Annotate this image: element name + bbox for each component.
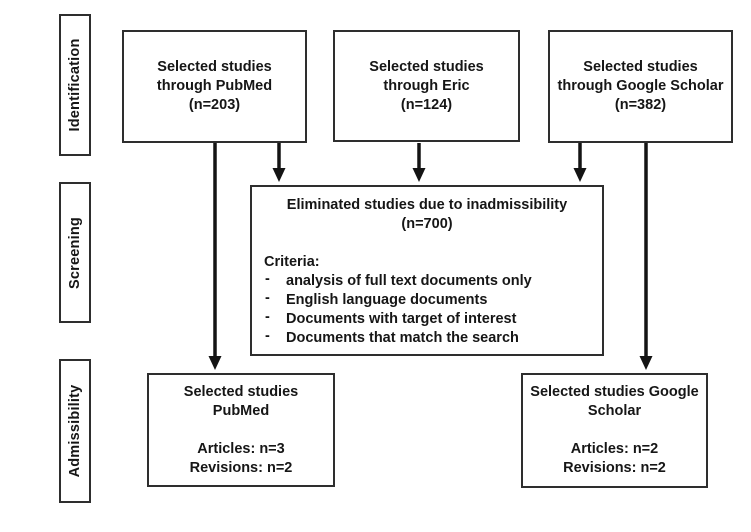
eliminated-title: Eliminated studies due to inadmissibilit… <box>286 197 568 213</box>
result-line: PubMed <box>212 402 270 419</box>
arrow-google-to-result <box>639 143 653 370</box>
criteria-text: Documents that match the search <box>286 330 519 346</box>
result-box-pubmed: Selected studies PubMed Articles: n=3 Re… <box>147 373 335 487</box>
criteria-item: - Documents with target of interest <box>264 309 590 329</box>
stage-label-screening: Screening <box>67 216 83 289</box>
bullet-dash: - <box>265 290 270 306</box>
source-line: through PubMed <box>156 78 273 94</box>
criteria-text: analysis of full text documents only <box>286 273 532 289</box>
result-revisions: Revisions: n=2 <box>563 460 666 476</box>
result-box-google-scholar: Selected studies Google Scholar Articles… <box>521 373 708 488</box>
eliminated-count: (n=700) <box>401 216 453 232</box>
criteria-item: - English language documents <box>264 290 590 310</box>
criteria-label: Criteria: <box>264 254 320 270</box>
source-count: (n=203) <box>188 97 241 113</box>
result-line: Selected studies <box>183 383 299 400</box>
source-line: through Eric <box>383 77 470 94</box>
stage-box-admissibility: Admissibility <box>59 359 91 503</box>
criteria-text: English language documents <box>286 292 488 308</box>
result-revisions: Revisions: n=2 <box>189 459 293 476</box>
arrow-pubmed-to-eliminated <box>272 143 286 182</box>
arrow-pubmed-to-result <box>208 143 222 370</box>
result-line: Selected studies Google <box>530 384 699 400</box>
source-line: through Google Scholar <box>557 78 724 94</box>
bullet-dash: - <box>265 328 270 344</box>
criteria-text: Documents with target of interest <box>286 311 517 327</box>
source-count: (n=382) <box>614 97 667 113</box>
bullet-dash: - <box>265 271 270 287</box>
eliminated-box: Eliminated studies due to inadmissibilit… <box>250 185 604 356</box>
arrow-eric-to-eliminated <box>412 143 426 182</box>
criteria-item: - analysis of full text documents only <box>264 271 590 291</box>
arrow-google-to-eliminated <box>573 143 587 182</box>
source-line: Selected studies <box>583 59 698 75</box>
result-articles: Articles: n=3 <box>197 440 285 457</box>
source-box-eric: Selected studies through Eric (n=124) <box>333 30 520 142</box>
stage-label-admissibility: Admissibility <box>67 384 83 478</box>
source-line: Selected studies <box>369 58 484 75</box>
source-count: (n=124) <box>400 96 453 113</box>
blank-line <box>264 234 590 253</box>
stage-box-screening: Screening <box>59 182 91 323</box>
result-line: Scholar <box>587 403 642 419</box>
source-box-google-scholar: Selected studies through Google Scholar … <box>548 30 733 143</box>
result-articles: Articles: n=2 <box>570 441 659 457</box>
source-box-pubmed: Selected studies through PubMed (n=203) <box>122 30 307 143</box>
bullet-dash: - <box>265 309 270 325</box>
stage-box-identification: Identification <box>59 14 91 156</box>
source-line: Selected studies <box>157 59 272 75</box>
criteria-item: - Documents that match the search <box>264 328 590 348</box>
stage-label-identification: Identification <box>67 38 83 132</box>
